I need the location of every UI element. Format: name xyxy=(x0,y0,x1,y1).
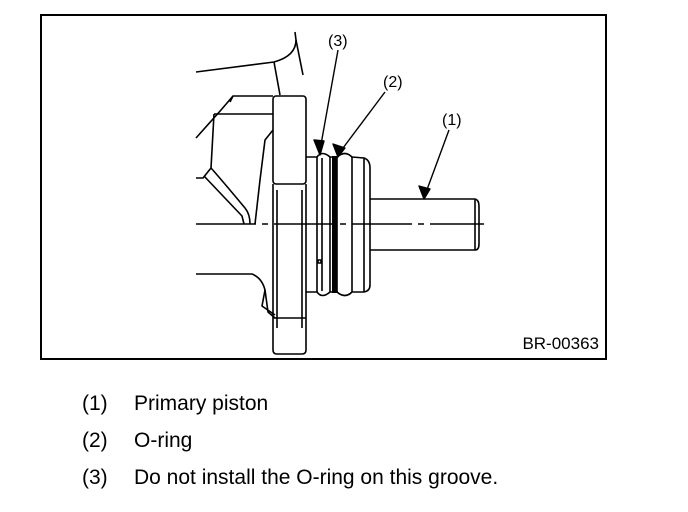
legend-item: (1) Primary piston xyxy=(82,392,498,429)
figure-id: BR-00363 xyxy=(522,334,599,353)
legend-number: (3) xyxy=(82,466,108,489)
legend-text: Primary piston xyxy=(134,392,269,415)
legend-number: (1) xyxy=(82,392,108,415)
leader-arrows xyxy=(313,49,450,200)
legend: (1) Primary piston (2) O-ring (3) Do not… xyxy=(82,392,498,503)
flange xyxy=(272,95,307,355)
callout-1: (1) xyxy=(442,112,462,129)
figure-frame: BR-00363 xyxy=(40,14,607,360)
legend-item: (3) Do not install the O-ring on this gr… xyxy=(82,466,498,503)
legend-number: (2) xyxy=(82,429,108,452)
legend-item: (2) O-ring xyxy=(82,429,498,466)
legend-text: Do not install the O-ring on this groove… xyxy=(134,466,499,489)
o-ring xyxy=(332,156,337,293)
housing-outline xyxy=(195,31,304,319)
callout-2: (2) xyxy=(383,74,403,91)
legend-text: O-ring xyxy=(134,429,193,452)
callout-3: (3) xyxy=(328,33,348,50)
